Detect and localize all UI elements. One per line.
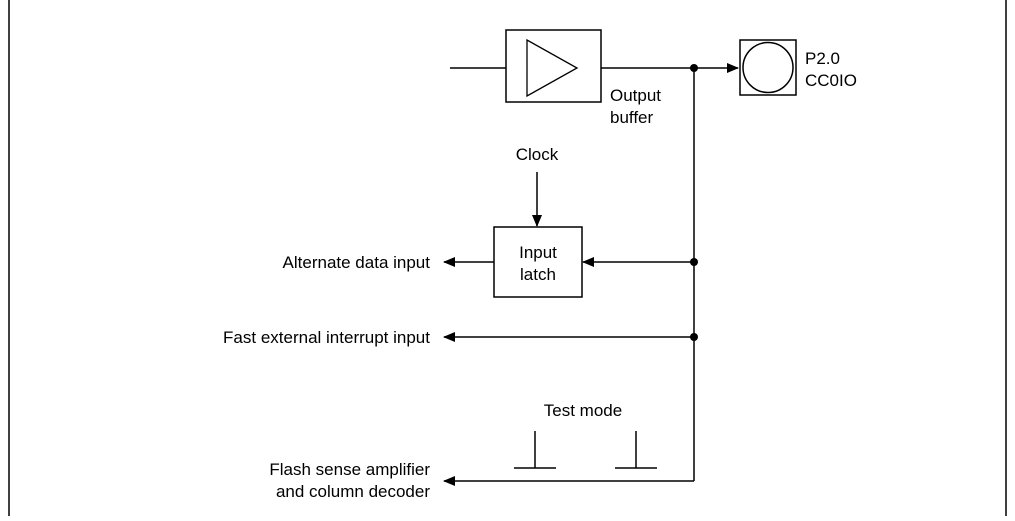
junction-dot-latch — [690, 258, 698, 266]
input-latch-box — [493, 226, 583, 298]
input-latch-label-line2: latch — [520, 265, 556, 284]
pin-circle-icon — [742, 41, 794, 94]
alternate-data-input-label: Alternate data input — [283, 253, 431, 272]
input-latch-label-line1: Input — [519, 243, 557, 262]
output-buffer-label-line1: Output — [610, 86, 661, 105]
pin-label-line1: P2.0 — [805, 49, 840, 68]
pin-box — [739, 39, 797, 96]
clock-label: Clock — [516, 145, 559, 164]
flash-label-line1: Flash sense amplifier — [269, 460, 430, 479]
junction-dot-interrupt — [690, 333, 698, 341]
buffer-triangle-icon — [526, 38, 579, 98]
test-mode-label: Test mode — [544, 401, 622, 420]
output-buffer-label-line2: buffer — [610, 108, 654, 127]
flash-label-line2: and column decoder — [276, 482, 430, 501]
fast-external-interrupt-label: Fast external interrupt input — [223, 328, 430, 347]
output-buffer-box — [505, 29, 602, 103]
pin-label-line2: CC0IO — [805, 71, 857, 90]
